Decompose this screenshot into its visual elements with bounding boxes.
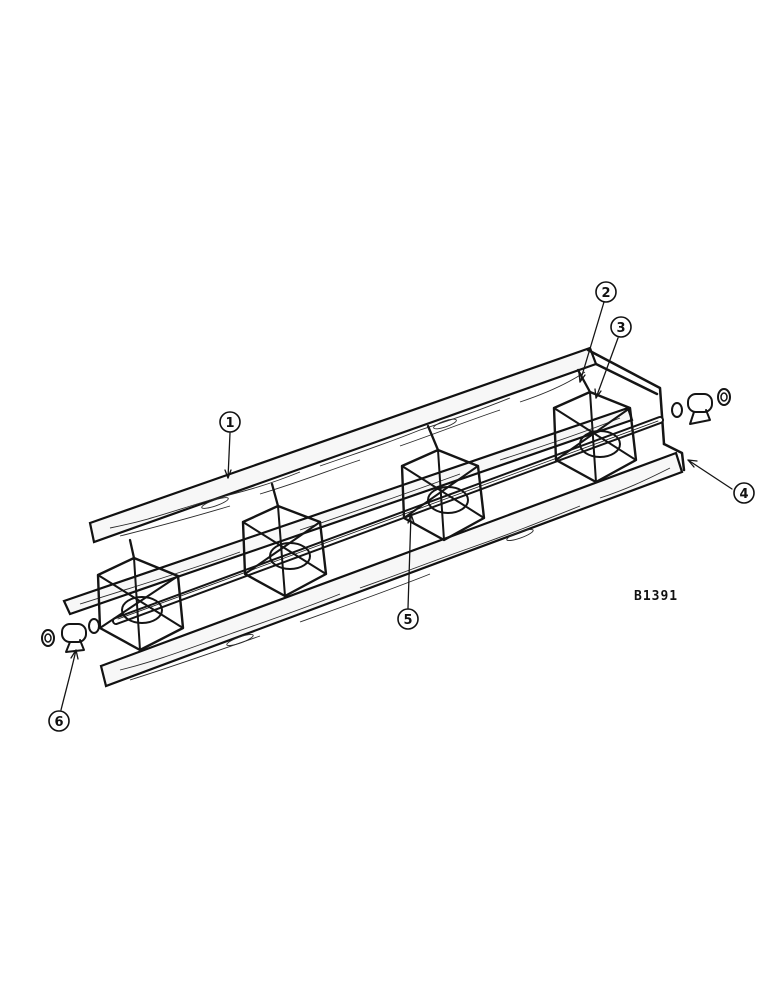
figure-code: B1391 [634, 589, 678, 604]
callout-2-label: 2 [601, 286, 610, 301]
callout-4-label: 4 [739, 487, 748, 502]
callout-3: 3 [610, 316, 632, 338]
callout-2: 2 [595, 281, 617, 303]
spider-4 [552, 368, 638, 484]
leader-lines [60, 301, 733, 711]
callout-5: 5 [397, 608, 419, 630]
callout-1-label: 1 [225, 416, 234, 431]
right-bearing-assembly [671, 388, 731, 425]
callout-6-label: 6 [54, 715, 63, 730]
spider-3 [400, 424, 486, 542]
left-bearing-assembly [41, 618, 100, 653]
callout-5-label: 5 [403, 613, 412, 628]
spider-2 [241, 482, 328, 598]
top-slat [88, 346, 598, 544]
callout-4: 4 [733, 482, 755, 504]
callout-1: 1 [219, 411, 241, 433]
callout-6: 6 [48, 710, 70, 732]
reel-shaft [112, 416, 664, 625]
reel-spiders [96, 368, 638, 652]
callout-3-label: 3 [616, 321, 625, 336]
bottom-slat [99, 451, 684, 688]
spider-1 [96, 538, 185, 652]
